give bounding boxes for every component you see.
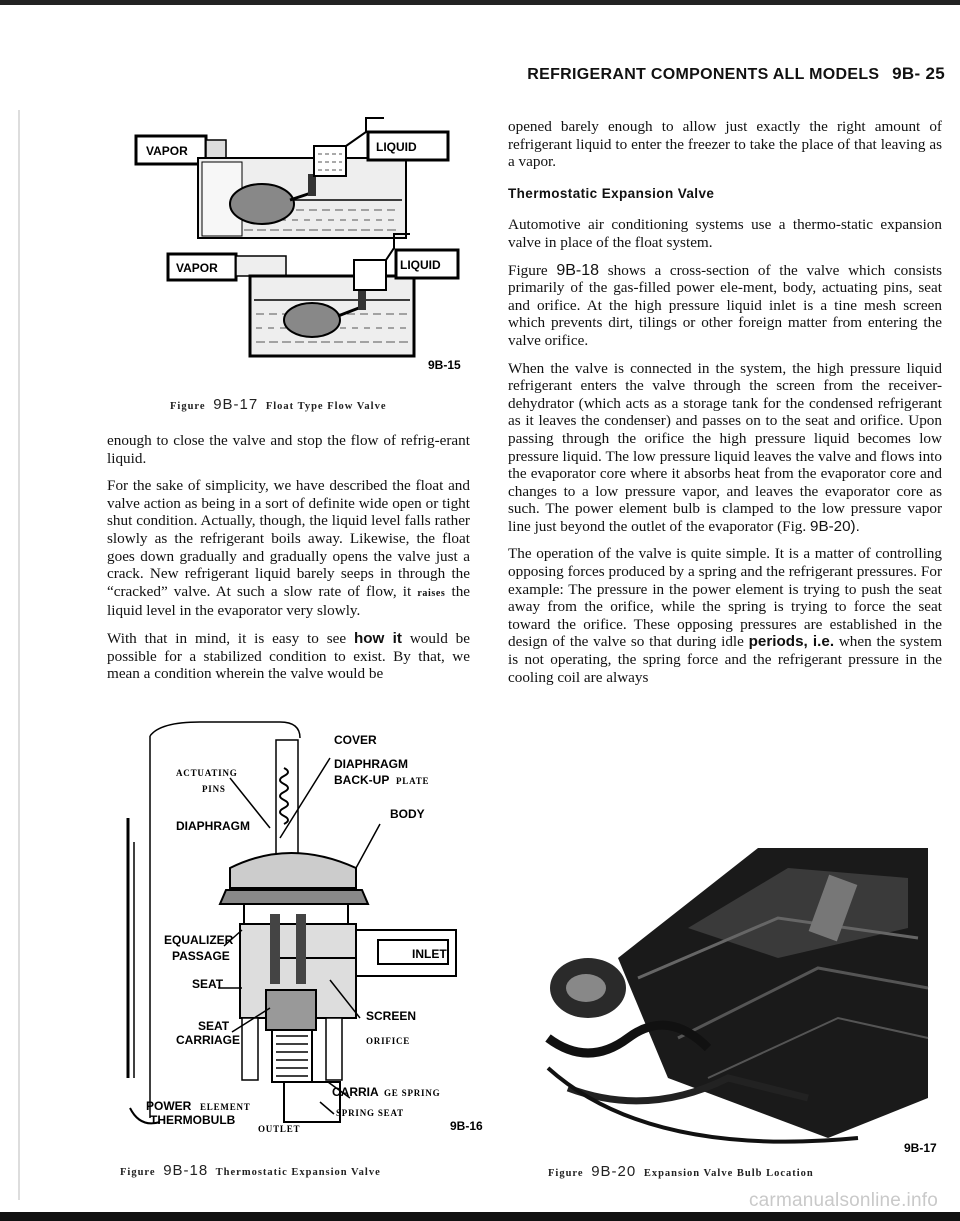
label-cover: COVER: [334, 733, 377, 747]
caption-text: Float Type Flow Valve: [265, 401, 387, 412]
figure-ref-9b-16: 9B-16: [450, 1119, 483, 1133]
label-screen: SCREEN: [366, 1009, 416, 1023]
float-valve-diagram: VAPOR LIQUID VAPOR LIQUID 9B-15: [134, 117, 461, 372]
label-carriage-spring-a: CARRIA: [332, 1085, 379, 1099]
right-paragraph-5: The operation of the valve is quite simp…: [508, 545, 943, 686]
left-paragraph-1: enough to close the valve and stop the f…: [107, 432, 470, 467]
label-seat-carriage-1: SEAT: [198, 1019, 230, 1033]
label-diaphragm-top: DIAPHRAGM: [334, 757, 408, 771]
caption-text: Expansion Valve Bulb Location: [643, 1168, 814, 1179]
label-thermobulb: THERMOBULB: [150, 1113, 236, 1127]
label-spring-seat: SPRING SEAT: [336, 1108, 404, 1118]
label-inlet: INLET: [412, 947, 447, 961]
right-paragraph-4: When the valve is connected in the syste…: [508, 359, 942, 535]
page-number: 9B- 25: [892, 64, 945, 83]
figure-reference: 9B-18: [556, 261, 600, 279]
caption-figure-9b-20: Figure 9B-20 Expansion Valve Bulb Locati…: [548, 1163, 814, 1180]
label-body: BODY: [390, 807, 425, 821]
label-orifice: ORIFICE: [366, 1036, 410, 1046]
caption-number: 9B-20: [591, 1163, 637, 1180]
header-title: REFRIGERANT COMPONENTS ALL MODELS: [527, 66, 880, 83]
left-paragraph-2: For the sake of simplicity, we have desc…: [107, 477, 471, 620]
label-actuating: ACTUATING: [176, 768, 238, 778]
figure-ref-9b-17: 9B-17: [904, 1141, 937, 1155]
label-passage: PASSAGE: [172, 949, 230, 963]
caption-number: 9B-17: [213, 396, 259, 413]
left-column-text: enough to close the valve and stop the f…: [107, 432, 470, 693]
float-valve-open: VAPOR LIQUID: [134, 117, 450, 239]
right-paragraph-3: Figure 9B-18 shows a cross-section of th…: [508, 261, 942, 349]
expansion-valve-diagram: COVER DIAPHRAGM BACK-UP PLATE ACTUATING …: [126, 721, 483, 1134]
label-plate: PLATE: [396, 776, 429, 786]
label-seat: SEAT: [192, 977, 224, 991]
caption-prefix: Figure: [548, 1168, 584, 1179]
vapor-label-2: VAPOR: [176, 261, 218, 275]
right-paragraph-1: opened barely enough to allow just exact…: [508, 118, 942, 171]
label-pins: PINS: [202, 784, 226, 794]
label-power: POWER: [146, 1099, 192, 1113]
section-heading: Thermostatic Expansion Valve: [508, 185, 715, 201]
caption-figure-9b-17: Figure 9B-17 Float Type Flow Valve: [170, 396, 387, 413]
liquid-label-1: LIQUID: [376, 140, 417, 154]
caption-prefix: Figure: [170, 401, 206, 412]
label-outlet: OUTLET: [258, 1124, 300, 1134]
label-element: ELEMENT: [200, 1102, 251, 1112]
right-column-text: opened barely enough to allow just exact…: [508, 118, 942, 696]
float-valve-closed: VAPOR LIQUID: [166, 233, 460, 358]
bulb-location-photo: 9B-17: [528, 838, 943, 1158]
left-paragraph-3: With that in mind, it is easy to see how…: [107, 629, 471, 683]
caption-figure-9b-18: Figure 9B-18 Thermostatic Expansion Valv…: [120, 1162, 381, 1179]
bottom-rule: [0, 1212, 960, 1221]
liquid-label-2: LIQUID: [400, 258, 441, 272]
figure-ref-9b-15: 9B-15: [428, 358, 461, 372]
bold-phrase: periods, i.e.: [748, 633, 835, 651]
caption-prefix: Figure: [120, 1167, 156, 1178]
figure-reference: 9B-20).: [810, 517, 860, 535]
label-back-up: BACK-UP: [334, 773, 389, 787]
caption-number: 9B-18: [163, 1162, 209, 1179]
label-seat-carriage-2: CARRIAGE: [176, 1033, 240, 1047]
watermark: carmanualsonline.info: [748, 1190, 938, 1211]
scan-edge: [18, 110, 20, 1200]
label-carriage-spring-b: GE SPRING: [384, 1088, 440, 1098]
label-equalizer: EQUALIZER: [164, 933, 234, 947]
bold-phrase: how it: [354, 629, 402, 647]
top-rule: [0, 0, 960, 5]
right-paragraph-2: Automotive air conditioning systems use …: [508, 216, 942, 251]
raises-word: raises: [417, 587, 446, 599]
vapor-label-1: VAPOR: [146, 144, 188, 158]
caption-text: Thermostatic Expansion Valve: [215, 1167, 381, 1178]
label-diaphragm: DIAPHRAGM: [176, 819, 250, 833]
page-header: REFRIGERANT COMPONENTS ALL MODELS 9B- 25: [470, 64, 945, 84]
